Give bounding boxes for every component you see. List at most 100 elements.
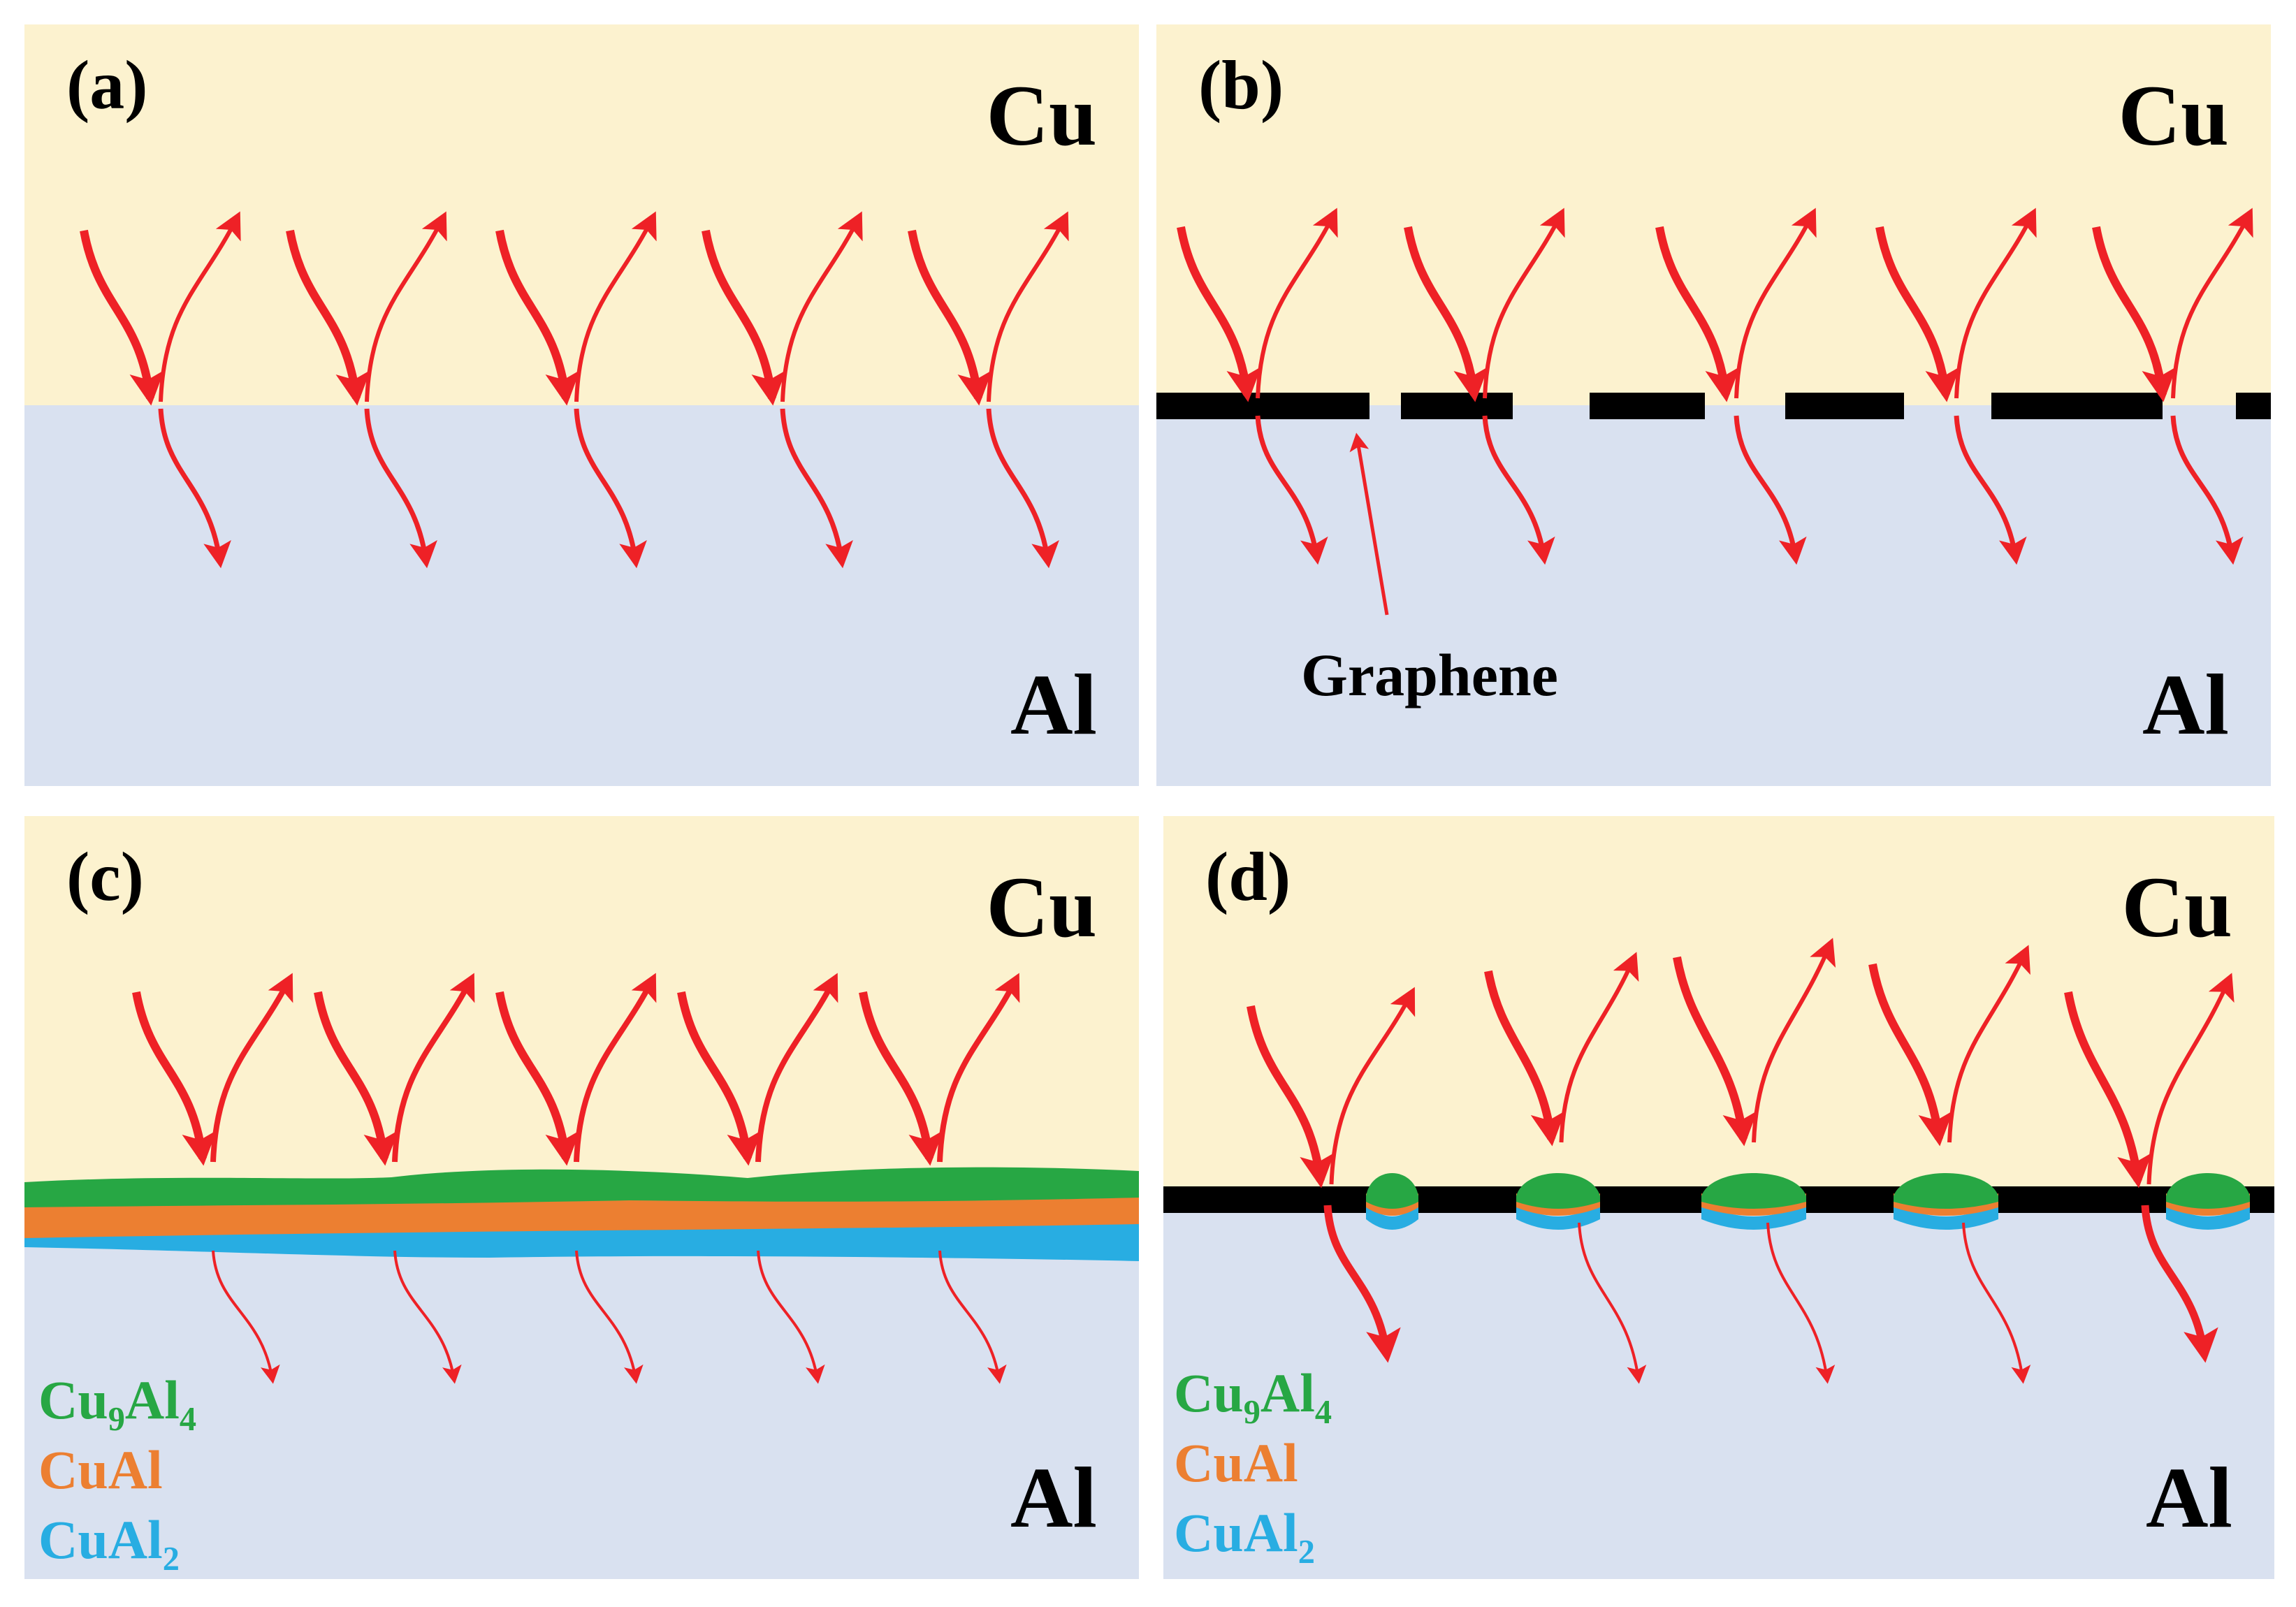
flux-arrow <box>987 211 1069 402</box>
graphene-segment <box>1785 393 1904 419</box>
legend-phase-label: CuAl <box>1174 1432 1298 1493</box>
flux-arrow <box>1875 226 1961 402</box>
material-label-cu: Cu <box>2121 859 2232 955</box>
formula-part: CuAl <box>38 1439 163 1500</box>
formula-part: Al <box>125 1369 180 1430</box>
island-cual2 <box>1701 1203 1806 1230</box>
al-region <box>1156 405 2271 786</box>
flux-arrow <box>1482 415 1555 565</box>
flux-arrow <box>1329 987 1416 1185</box>
formula-part: Cu <box>1174 1362 1244 1423</box>
island-cu9al4 <box>1701 1173 1806 1209</box>
flux-arrow <box>2092 226 2177 402</box>
flux-arrow <box>702 229 787 406</box>
island-cu9al4 <box>1366 1173 1418 1209</box>
al-region <box>1163 1198 2274 1579</box>
flux-arrow <box>2170 415 2244 565</box>
flux-arrow <box>1655 226 1741 402</box>
flux-arrow <box>1247 1005 1335 1188</box>
flux-arrow <box>1734 208 1817 399</box>
flux-arrow <box>365 211 447 402</box>
flux-arrow <box>1734 415 1807 565</box>
flux-arrow <box>780 408 853 569</box>
graphene-segment <box>2236 393 2271 419</box>
flux-arrow <box>574 973 657 1163</box>
cu-region <box>1163 816 2274 1198</box>
legend-phase-label: Cu9Al4 <box>38 1369 196 1438</box>
graphene-label: Graphene <box>1301 641 1558 708</box>
flux-arrow <box>2141 1205 2218 1363</box>
flux-arrow <box>1177 226 1262 402</box>
flux-arrow <box>2171 208 2253 399</box>
island-cual2 <box>1366 1203 1418 1230</box>
panel-tag: (c) <box>66 838 144 915</box>
flux-arrow <box>210 973 293 1163</box>
legend-phase-label: CuAl2 <box>38 1509 180 1578</box>
flux-arrow <box>986 408 1059 569</box>
flux-arrow <box>495 229 581 406</box>
flux-arrow <box>80 229 165 406</box>
al-region <box>24 405 1139 786</box>
graphene-segment <box>1590 393 1705 419</box>
flux-arrow <box>495 991 581 1166</box>
island-cu9al4 <box>1516 1173 1600 1209</box>
flux-arrow <box>574 211 657 402</box>
graphene-segment <box>1156 393 1369 419</box>
flux-arrow <box>677 991 762 1166</box>
flux-arrow <box>364 408 437 569</box>
subscript: 9 <box>1244 1394 1260 1431</box>
flux-arrow <box>1559 952 1639 1143</box>
flux-arrow <box>132 991 217 1166</box>
subscript: 2 <box>1298 1534 1315 1571</box>
panel-a: (a)CuAl <box>24 24 1139 786</box>
al-region <box>24 1205 1139 1579</box>
cu9al4-layer <box>24 1167 1139 1207</box>
island-cual2 <box>2166 1203 2250 1230</box>
flux-arrow <box>1673 956 1758 1147</box>
flux-arrow <box>859 991 944 1166</box>
flux-arrow <box>1962 1222 2031 1384</box>
formula-part: CuAl <box>38 1509 163 1570</box>
legend-phase-label: CuAl <box>38 1439 163 1500</box>
panel-tag: (b) <box>1198 46 1284 124</box>
flux-arrow <box>1578 1222 1647 1384</box>
legend-phase-label: Cu9Al4 <box>1174 1362 1332 1431</box>
flux-arrow <box>159 211 241 402</box>
material-label-al: Al <box>1010 1450 1097 1546</box>
flux-arrow <box>780 211 863 402</box>
material-label-cu: Cu <box>2118 68 2229 163</box>
flux-arrow <box>937 973 1020 1163</box>
flux-arrow <box>908 229 993 406</box>
flux-arrow <box>574 408 647 569</box>
flux-arrow <box>314 991 399 1166</box>
flux-arrow <box>575 1250 644 1384</box>
flux-arrow <box>1766 1222 1836 1384</box>
flux-arrow <box>158 408 231 569</box>
flux-arrow <box>1349 432 1389 616</box>
material-label-al: Al <box>2146 1450 2232 1546</box>
flux-arrow <box>1954 208 2037 399</box>
material-label-al: Al <box>1010 657 1097 752</box>
flux-arrow <box>1752 938 1836 1143</box>
flux-arrow <box>938 1250 1007 1384</box>
material-label-cu: Cu <box>986 859 1097 955</box>
subscript: 4 <box>180 1401 196 1438</box>
material-label-al: Al <box>2142 657 2229 752</box>
flux-arrow <box>286 229 371 406</box>
panel-tag: (d) <box>1205 838 1291 915</box>
formula-part: CuAl <box>1174 1502 1298 1563</box>
flux-arrow <box>1404 226 1489 402</box>
formula-part: CuAl <box>1174 1432 1298 1493</box>
cu-region <box>24 816 1139 1205</box>
flux-arrow <box>1256 208 1338 399</box>
flux-arrow <box>1323 1205 1401 1363</box>
panel-tag: (a) <box>66 46 148 124</box>
flux-arrow <box>1484 970 1566 1147</box>
flux-arrow <box>1868 963 1954 1147</box>
cu-region <box>24 24 1139 405</box>
flux-arrow <box>1954 415 2027 565</box>
subscript: 9 <box>108 1401 125 1438</box>
flux-arrow <box>1947 945 2030 1143</box>
graphene-segment <box>1991 393 2163 419</box>
